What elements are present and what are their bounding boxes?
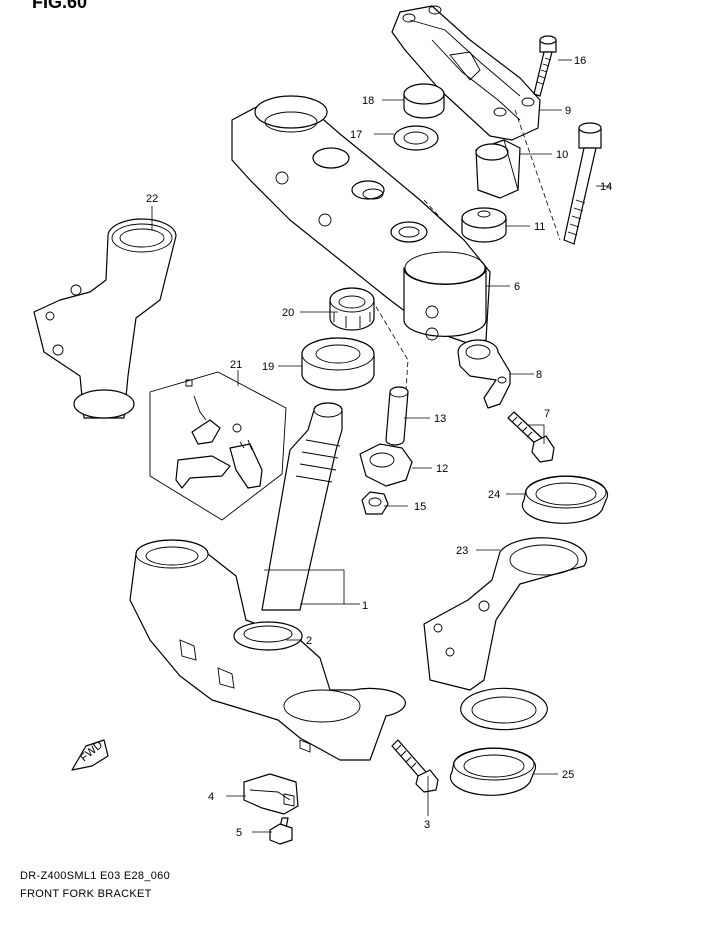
bolt-16 [533, 35, 557, 97]
diagram-title: FRONT FORK BRACKET [20, 888, 152, 900]
assembly-axis [514, 109, 561, 241]
callout-1: 1 [362, 600, 368, 612]
switch-kit-21 [149, 371, 287, 521]
handlebar-upper-clamp [391, 5, 541, 141]
callout-12: 12 [436, 463, 448, 475]
bolt-5 [269, 817, 293, 845]
callout-24: 24 [488, 489, 500, 501]
washer-17 [393, 125, 439, 151]
steering-nut-20 [329, 287, 375, 331]
bolt-7 [507, 411, 555, 463]
callout-2: 2 [306, 635, 312, 647]
nut-15 [361, 491, 389, 515]
bolt-3 [391, 739, 439, 793]
callout-15: 15 [414, 501, 426, 513]
handlebar-holder-10 [475, 139, 521, 199]
callout-22: 22 [146, 193, 158, 205]
bearing-19 [301, 337, 375, 391]
callout-16: 16 [574, 55, 586, 67]
callout-17: 17 [350, 129, 362, 141]
cushion-11 [461, 207, 507, 243]
callout-7: 7 [544, 408, 550, 420]
callout-21: 21 [230, 359, 242, 371]
bracket-23 [423, 537, 588, 731]
callout-9: 9 [565, 105, 571, 117]
clamp-4 [243, 773, 299, 815]
dust-seal-25 [449, 747, 537, 796]
dust-seal-24 [521, 475, 609, 524]
cable-guide-8 [457, 339, 511, 409]
cushion-18 [403, 83, 445, 119]
callout-11: 11 [534, 221, 545, 233]
spacer-13 [385, 386, 409, 446]
assembly-axis [371, 299, 409, 391]
callout-3: 3 [424, 819, 430, 831]
fwd-arrow-icon: FWD [71, 739, 109, 771]
figure-number: FIG.60 [32, 0, 88, 12]
bolt-14 [563, 122, 602, 245]
callout-13: 13 [434, 413, 446, 425]
callout-14: 14 [600, 181, 612, 193]
callout-20: 20 [282, 307, 294, 319]
meter-bracket-22 [33, 218, 177, 419]
cable-guide-12 [359, 443, 413, 487]
steering-stem-lower-bracket [129, 402, 406, 761]
callout-numbers: 1 2 3 4 5 6 7 8 9 10 11 12 13 14 15 16 1… [146, 55, 612, 839]
callout-4: 4 [208, 791, 214, 803]
callout-18: 18 [362, 95, 374, 107]
callout-25: 25 [562, 769, 574, 781]
diagram-code: DR-Z400SML1 E03 E28_060 [20, 870, 170, 882]
callout-5: 5 [236, 827, 242, 839]
callout-6: 6 [514, 281, 520, 293]
callout-8: 8 [536, 369, 542, 381]
upper-fork-bracket [231, 95, 491, 345]
callout-19: 19 [262, 361, 274, 373]
callout-23: 23 [456, 545, 468, 557]
callout-10: 10 [556, 149, 568, 161]
leader-lines [151, 59, 610, 833]
